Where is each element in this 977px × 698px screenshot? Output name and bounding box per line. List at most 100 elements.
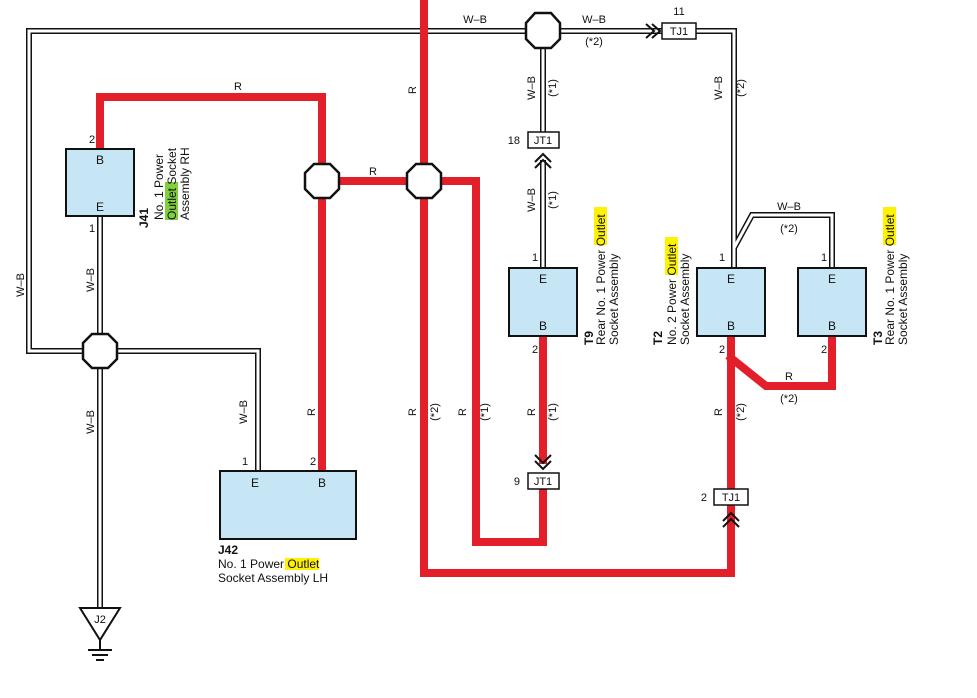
tj1-bottom-label: TJ1	[722, 492, 740, 504]
t9-pin-top: 1	[532, 252, 538, 264]
wire-labels-vertical: W–B W–B W–B W–B R R R (*2) R (*1) W–B (*…	[15, 76, 747, 434]
label-note1: (*1)	[547, 403, 559, 421]
j42-name-line2: Socket Assembly LH	[218, 571, 328, 585]
box-j42	[219, 470, 357, 540]
chevron-right-icon	[645, 23, 662, 39]
j41-code: J41	[137, 208, 151, 228]
j42-term-right: B	[318, 476, 326, 490]
component-j41-label: J41 No. 1 Power Outlet Socket Assembly R…	[137, 147, 192, 228]
chevron-up-icon	[534, 152, 552, 169]
label-r: R	[526, 408, 538, 416]
component-t3-label: T3 Rear No. 1 Power Outlet Socket Assemb…	[871, 214, 910, 345]
j42-pin-left: 1	[242, 456, 248, 468]
t2-name-line2: Socket Assembly	[678, 254, 692, 345]
component-t2-label: T2 No. 2 Power Outlet Socket Assembly	[651, 243, 692, 345]
jt1-top-pin: 18	[508, 135, 520, 147]
chevron-down-icon	[534, 454, 552, 471]
t9-term-bottom: B	[539, 319, 547, 333]
red-wires	[96, 0, 836, 577]
inline-connectors	[527, 22, 749, 528]
pin-numbers: 2 1 1 2 1 2 1 2 1 2	[89, 134, 827, 468]
tj1-top-label: TJ1	[670, 26, 688, 38]
component-boxes	[65, 148, 867, 540]
label-r: R	[407, 408, 419, 416]
label-wb: W–B	[15, 273, 27, 297]
terminal-letters: B E E B E B E B E B	[96, 153, 836, 490]
t9-code: T9	[582, 331, 596, 345]
t2-pin-bottom: 2	[719, 344, 725, 356]
t9-name-line1: Rear No. 1 Power Outlet	[594, 214, 608, 345]
connector-tj1-top	[661, 22, 697, 40]
connector-tj1-bottom	[713, 488, 749, 506]
junction-wb-top	[524, 11, 562, 50]
t3-term-top: E	[828, 272, 836, 286]
box-t2	[696, 267, 766, 337]
t9-term-top: E	[539, 272, 547, 286]
label-r: R	[306, 408, 318, 416]
label-r: R	[407, 86, 419, 94]
label-note2: (*2)	[429, 403, 441, 421]
t3-term-bottom: B	[828, 319, 836, 333]
t3-code: T3	[871, 331, 885, 345]
label-note2: (*2)	[735, 79, 747, 97]
jt1-bottom-pin: 9	[514, 476, 520, 488]
j41-pin-bottom: 1	[89, 223, 95, 235]
wire-labels-horizontal: W–B W–B (*2) R R W–B (*2) R (*2)	[234, 14, 801, 405]
connector-jt1-top	[527, 131, 560, 149]
tj1-bottom-pin: 2	[701, 492, 707, 504]
j41-term-bottom: E	[96, 200, 104, 214]
t2-code: T2	[651, 331, 665, 345]
t3-name-line2: Socket Assembly	[896, 254, 910, 345]
label-wb: W–B	[526, 188, 538, 212]
label-wb: W–B	[526, 76, 538, 100]
label-note2: (*2)	[585, 36, 603, 48]
junction-wb-left	[81, 332, 119, 370]
label-note2: (*2)	[780, 223, 798, 235]
t3-pin-bottom: 2	[821, 344, 827, 356]
j41-pin-top: 2	[89, 134, 95, 146]
label-r: R	[713, 408, 725, 416]
box-t9	[508, 267, 578, 337]
j42-term-left: E	[251, 476, 259, 490]
ground-j2: J2	[78, 607, 122, 661]
label-note1: (*1)	[547, 191, 559, 209]
t3-pin-top: 1	[821, 252, 827, 264]
t2-term-bottom: B	[727, 319, 735, 333]
component-t9-label: T9 Rear No. 1 Power Outlet Socket Assemb…	[582, 214, 621, 345]
box-j41	[65, 148, 135, 217]
t3-name-line1: Rear No. 1 Power Outlet	[883, 214, 897, 345]
label-note1: (*1)	[547, 79, 559, 97]
junction-r-center	[405, 162, 443, 200]
label-wb: W–B	[713, 76, 725, 100]
junction-r-left	[303, 162, 341, 200]
t9-pin-bottom: 2	[532, 344, 538, 356]
label-wb: W–B	[582, 14, 606, 26]
ground-label: J2	[94, 614, 106, 626]
tj1-top-pin: 11	[673, 6, 684, 18]
t2-term-top: E	[727, 272, 735, 286]
ground-triangle-icon	[78, 607, 122, 642]
jt1-top-label: JT1	[534, 135, 552, 147]
j41-term-top: B	[96, 153, 104, 167]
label-wb: W–B	[85, 268, 97, 292]
j42-name-line1: No. 1 Power Outlet	[218, 557, 320, 571]
j41-name-line3: Assembly RH	[178, 147, 192, 220]
label-r: R	[234, 81, 242, 93]
j41-name-line2: Outlet Socket	[165, 147, 179, 220]
label-r: R	[785, 371, 793, 383]
label-r: R	[457, 408, 469, 416]
t2-name-line1: No. 2 Power Outlet	[665, 243, 679, 345]
j42-code: J42	[218, 543, 238, 557]
j41-name-line1: No. 1 Power	[152, 154, 166, 220]
jt1-bottom-label: JT1	[534, 476, 552, 488]
label-note2: (*2)	[780, 393, 798, 405]
label-wb: W–B	[85, 410, 97, 434]
label-note1: (*1)	[479, 403, 491, 421]
label-note2: (*2)	[735, 403, 747, 421]
junctions	[81, 11, 562, 370]
chevron-up-icon	[722, 511, 740, 528]
label-wb: W–B	[463, 14, 487, 26]
t9-name-line2: Socket Assembly	[607, 254, 621, 345]
component-j42-label: J42 No. 1 Power Outlet Socket Assembly L…	[218, 543, 328, 585]
